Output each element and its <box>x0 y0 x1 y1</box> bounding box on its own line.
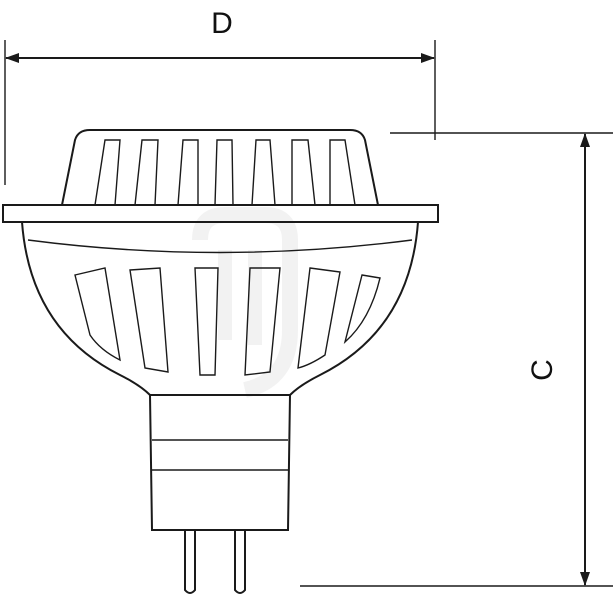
bulb-base <box>149 394 291 531</box>
pin-left <box>184 530 196 594</box>
pin-right <box>234 530 246 594</box>
bulb-cap <box>61 129 379 206</box>
watermark-logo <box>192 207 298 398</box>
dimension-label-d: D <box>211 7 233 40</box>
dimension-label-c: C <box>526 359 559 381</box>
bulb-outline <box>2 129 439 594</box>
dimension-d: D <box>4 7 436 185</box>
dimension-c: C <box>300 132 613 587</box>
reflector-body <box>21 221 419 396</box>
cap-fins <box>94 139 356 206</box>
reflector-fins <box>74 267 381 376</box>
reflector-band <box>27 239 413 254</box>
bulb-flange <box>2 204 439 223</box>
